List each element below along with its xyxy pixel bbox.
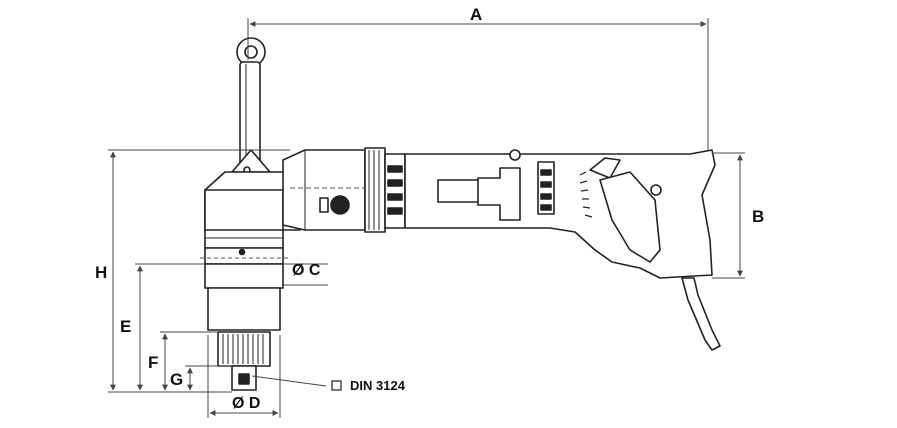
dimension-lines [108,18,745,418]
dim-label-h: H [95,263,107,282]
tool-outline [200,37,721,391]
dim-label-c: Ø C [292,262,321,279]
din-standard-label: DIN 3124 [350,378,406,393]
angle-head [200,171,301,391]
dim-label-d: Ø D [232,395,260,412]
motor-housing [282,147,406,233]
dim-label-b: B [752,207,764,226]
dim-label-f: F [148,353,158,372]
dim-label-e: E [120,317,131,336]
power-cable [681,277,721,351]
dim-label-g: G [170,370,183,389]
reaction-arm [231,37,271,174]
dim-label-a: A [470,5,482,24]
main-body [404,149,716,279]
square-drive-icon [331,380,342,391]
